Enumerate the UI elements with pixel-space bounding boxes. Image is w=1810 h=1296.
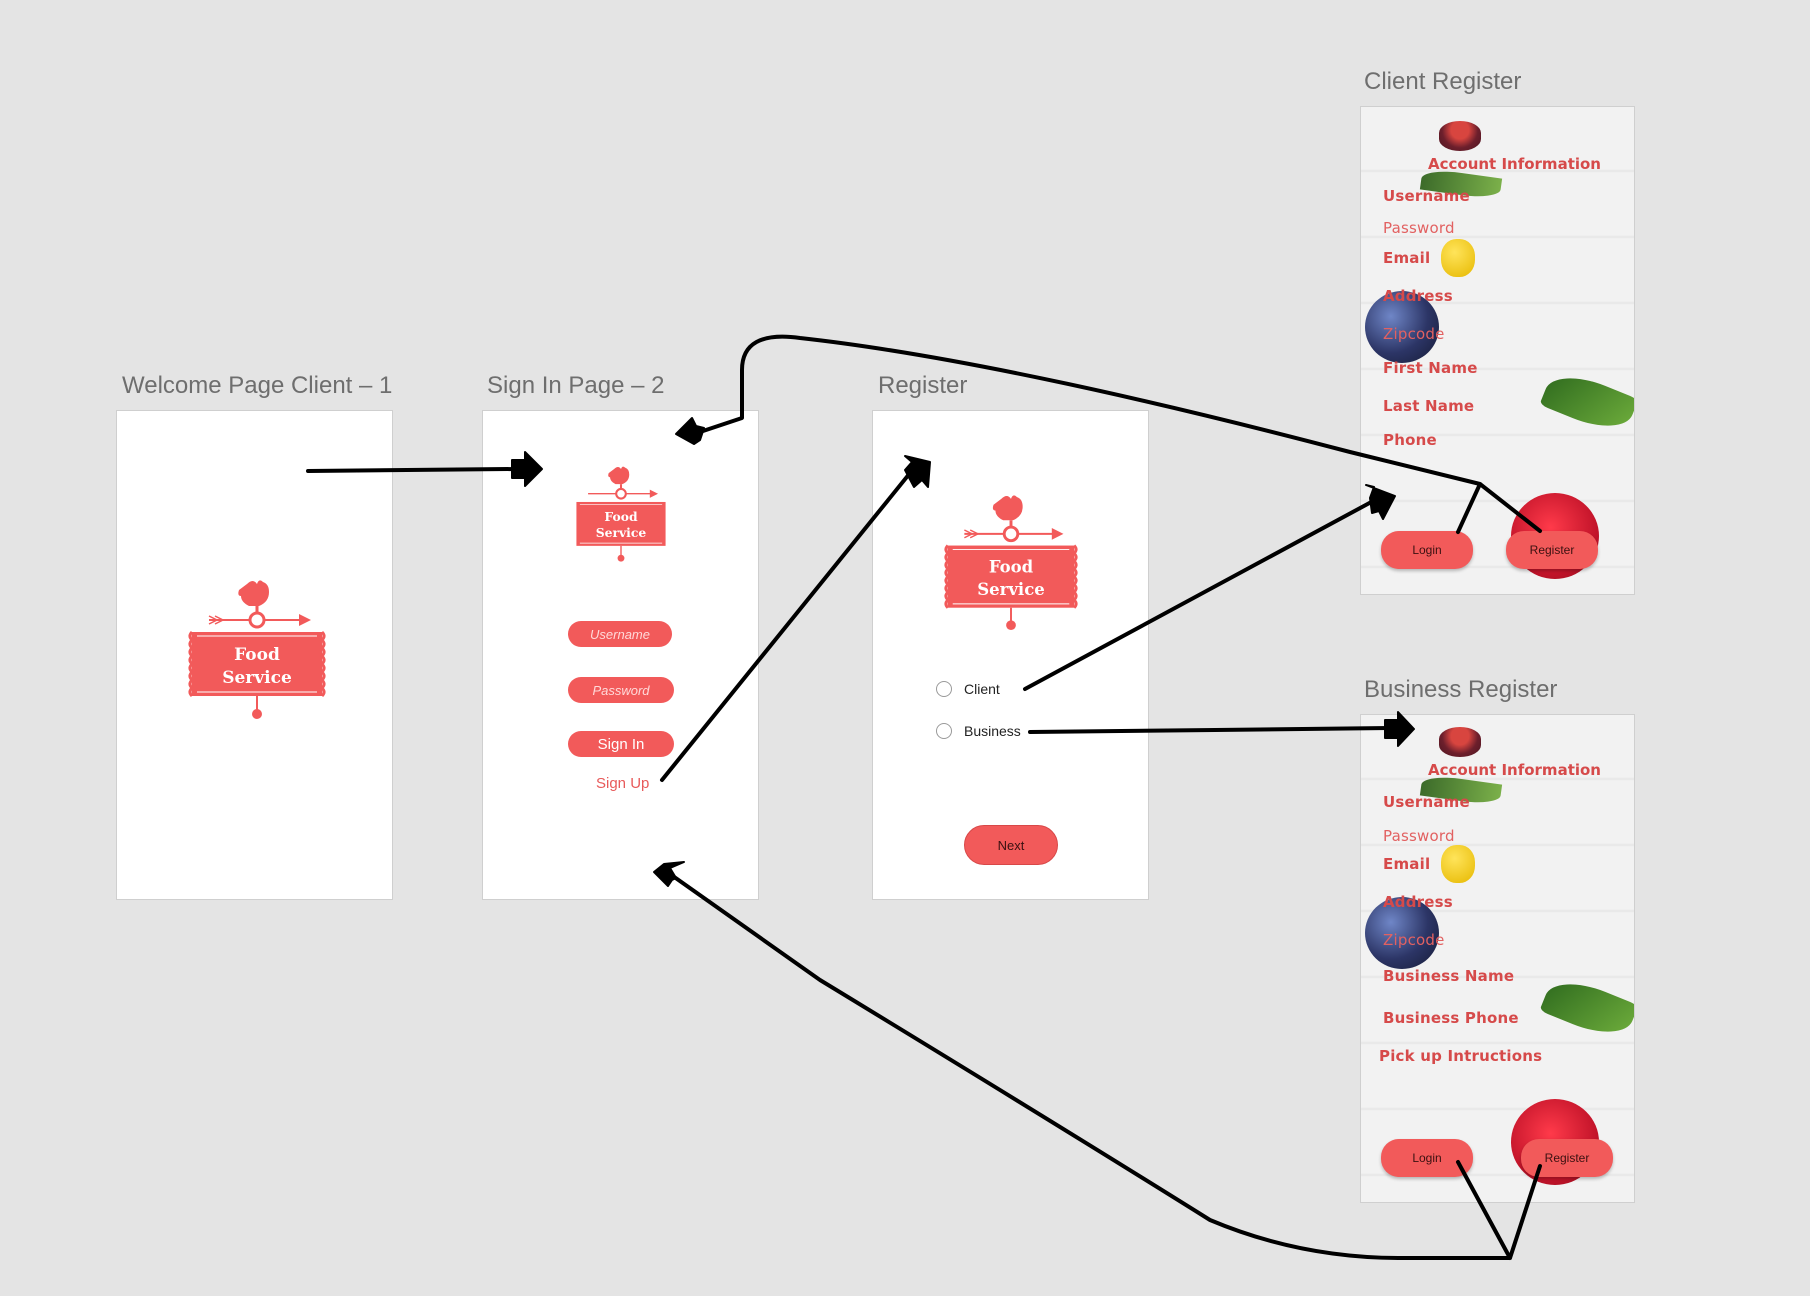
parsley-icon	[1539, 365, 1634, 439]
rooster-weathervane-icon	[964, 495, 1064, 543]
candle-icon	[1439, 727, 1481, 757]
food-service-logo: Food Service	[188, 580, 326, 719]
artboard-title-signin: Sign In Page – 2	[487, 372, 665, 399]
logo-line2: Service	[222, 668, 292, 688]
artboard-welcome[interactable]: Food Service	[116, 410, 393, 900]
field-label-username[interactable]: Username	[1383, 793, 1470, 811]
register-button[interactable]: Register	[1506, 531, 1598, 569]
field-label-password[interactable]: Password	[1383, 219, 1455, 237]
field-label-address[interactable]: Address	[1383, 287, 1453, 305]
artboard-business-register[interactable]: Account Information Username Password Em…	[1360, 714, 1635, 1203]
food-service-logo: Food Service	[944, 495, 1078, 631]
register-button[interactable]: Register	[1521, 1139, 1613, 1177]
login-button[interactable]: Login	[1381, 1139, 1473, 1177]
artboard-title-client-register: Client Register	[1364, 68, 1522, 95]
parsley-icon	[1539, 971, 1634, 1045]
field-label-last-name[interactable]: Last Name	[1383, 397, 1475, 415]
radio-client[interactable]: Client	[936, 681, 1000, 697]
sign-in-button[interactable]: Sign In	[568, 731, 674, 757]
logo-line2: Service	[977, 579, 1045, 599]
password-input[interactable]: Password	[568, 677, 674, 703]
field-label-email[interactable]: Email	[1383, 249, 1431, 267]
logo-line1: Food	[604, 509, 638, 524]
candle-icon	[1439, 121, 1481, 151]
username-input[interactable]: Username	[568, 621, 672, 647]
next-button[interactable]: Next	[964, 825, 1058, 865]
radio-label-business: Business	[964, 723, 1021, 739]
radio-business[interactable]: Business	[936, 723, 1021, 739]
food-service-logo: Food Service	[576, 466, 666, 562]
radio-label-client: Client	[964, 681, 1000, 697]
sign-up-link[interactable]: Sign Up	[596, 775, 650, 792]
lemon-icon	[1441, 845, 1475, 883]
field-label-address[interactable]: Address	[1383, 893, 1453, 911]
lemon-icon	[1441, 239, 1475, 277]
account-information-heading: Account Information	[1428, 155, 1601, 173]
logo-line2: Service	[596, 525, 647, 540]
logo-line1: Food	[234, 645, 280, 665]
account-information-heading: Account Information	[1428, 761, 1601, 779]
field-label-pickup-instructions[interactable]: Pick up Intructions	[1379, 1047, 1543, 1065]
artboard-title-business-register: Business Register	[1364, 676, 1558, 703]
rooster-weathervane-icon	[208, 580, 311, 629]
artboard-client-register[interactable]: Account Information Username Password Em…	[1360, 106, 1635, 595]
field-label-business-name[interactable]: Business Name	[1383, 967, 1515, 985]
login-button[interactable]: Login	[1381, 531, 1473, 569]
field-label-email[interactable]: Email	[1383, 855, 1431, 873]
field-label-business-phone[interactable]: Business Phone	[1383, 1009, 1519, 1027]
field-label-zipcode[interactable]: Zipcode	[1383, 931, 1445, 949]
artboard-signin[interactable]: Food Service Username Password Sign In S…	[482, 410, 759, 900]
artboard-title-register: Register	[878, 372, 968, 399]
field-label-first-name[interactable]: First Name	[1383, 359, 1478, 377]
logo-line1: Food	[989, 557, 1034, 577]
artboard-register[interactable]: Food Service Client Business Next	[872, 410, 1149, 900]
field-label-phone[interactable]: Phone	[1383, 431, 1437, 449]
field-label-password[interactable]: Password	[1383, 827, 1455, 845]
radio-circle[interactable]	[936, 723, 952, 739]
field-label-zipcode[interactable]: Zipcode	[1383, 325, 1445, 343]
radio-circle[interactable]	[936, 681, 952, 697]
field-label-username[interactable]: Username	[1383, 187, 1470, 205]
rooster-weathervane-icon	[588, 466, 659, 500]
artboard-title-welcome: Welcome Page Client – 1	[122, 372, 393, 399]
